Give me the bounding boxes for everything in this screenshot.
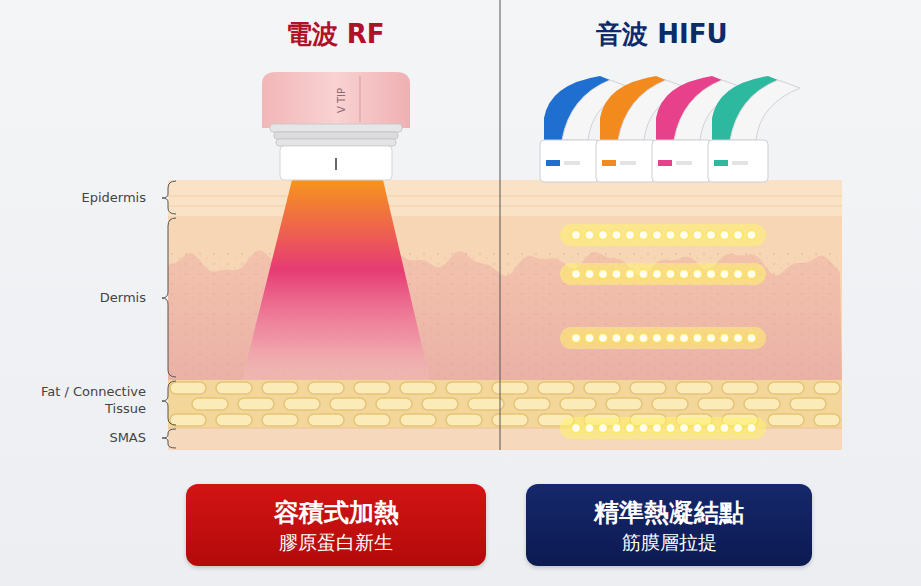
layer-label: SMAS bbox=[109, 430, 146, 447]
device-label: V TIP bbox=[335, 87, 348, 112]
box-subtext: 膠原蛋白新生 bbox=[279, 530, 393, 555]
column-heading: 電波 RF bbox=[286, 18, 385, 52]
box-heading: 容積式加熱 bbox=[274, 496, 399, 530]
summary-box: 容積式加熱膠原蛋白新生 bbox=[186, 484, 486, 566]
layer-label: Dermis bbox=[100, 290, 146, 307]
layer-label: Epidermis bbox=[82, 190, 147, 207]
summary-box: 精準熱凝結點筋膜層拉提 bbox=[526, 484, 812, 566]
box-subtext: 筋膜層拉提 bbox=[622, 530, 717, 555]
box-heading: 精準熱凝結點 bbox=[594, 496, 744, 530]
column-heading: 音波 HIFU bbox=[596, 18, 727, 52]
layer-label: Fat / Connective Tissue bbox=[26, 384, 146, 418]
